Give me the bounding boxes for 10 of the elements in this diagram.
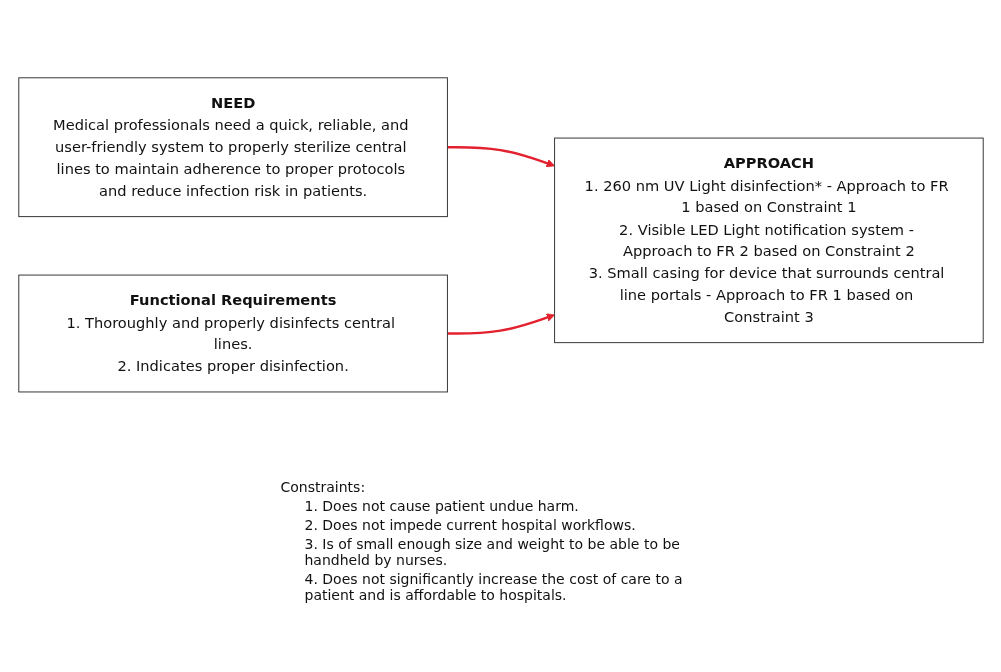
node-box: Functional Requirements 1. Thoroughly and properly disinfects central lines. 2. Indicates proper disinfection.	[17, 274, 448, 393]
arrow	[446, 146, 555, 168]
constraint-item: 2. Does not impede current hospital workflows.	[303, 517, 637, 533]
node-box: NEED Medical professionals need a quick, reliable, and user-friendly system to properly sterilize central lines to maintain adherence to proper protocols and reduce infection risk in patients.	[17, 77, 448, 218]
node-box: APPROACH 1. 260 nm UV Light disinfection* - Approach to FR 1 based on Constraint 1 2. Visible LED Light notification system - Approach to FR 2 based on Constraint 2 3. Small casing for device that surrounds central line portals - Approach to FR 1 based on Constraint 3	[553, 137, 984, 344]
constraints-heading: Constraints:	[280, 479, 367, 495]
arrow	[446, 313, 555, 335]
constraint-item: 1. Does not cause patient undue harm.	[303, 498, 580, 514]
constraint-item: 4. Does not significantly increase the cost of care to a patient and is affordable to hospitals.	[303, 571, 684, 603]
constraint-item: 3. Is of small enough size and weight to be able to be handheld by nurses.	[303, 536, 681, 568]
